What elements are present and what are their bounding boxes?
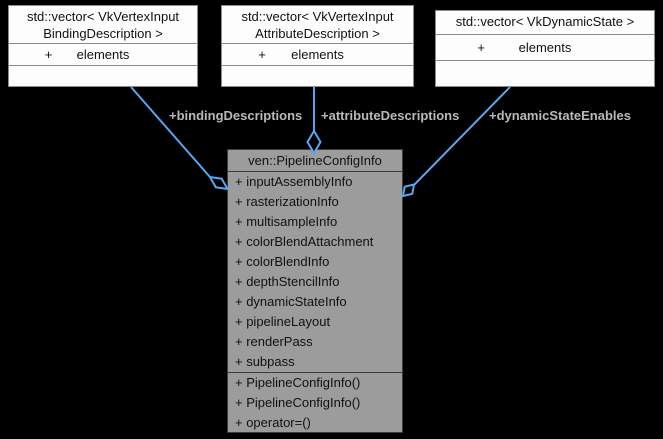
aggregation-edge-binding: [130, 86, 230, 191]
attribute-row: + renderPass: [235, 334, 313, 349]
node-title: std::vector< VkVertexInput AttributeDesc…: [222, 6, 413, 44]
attribute-row: + inputAssemblyInfo: [235, 174, 353, 189]
node-title-line: BindingDescription >: [43, 26, 163, 41]
field-name: elements: [76, 47, 130, 62]
method-row: + PipelineConfigInfo(): [235, 375, 361, 390]
attribute-row: + multisampleInfo: [235, 214, 338, 229]
visibility-plus: +: [477, 40, 485, 55]
method-row: + operator=(): [235, 415, 311, 430]
edge-label-attribute-descriptions: +attributeDescriptions: [321, 108, 460, 123]
field-name: elements: [291, 47, 344, 62]
aggregation-diamond-icon: [306, 129, 322, 155]
attribute-row: + colorBlendInfo: [235, 254, 330, 269]
node-title-line: std::vector< VkVertexInput: [241, 9, 394, 24]
aggregation-edge-dynamic: [401, 86, 511, 198]
attribute-row: + colorBlendAttachment: [235, 234, 374, 249]
node-title: std::vector< VkVertexInput BindingDescri…: [9, 6, 197, 44]
node-title-line: std::vector< VkVertexInput: [26, 9, 180, 24]
attributes-compartment: + inputAssemblyInfo + rasterizationInfo …: [228, 172, 402, 372]
node-title-line: AttributeDescription >: [255, 26, 380, 41]
node-field-elements: + elements: [222, 44, 413, 66]
attribute-row: + depthStencilInfo: [235, 274, 340, 289]
visibility-plus: +: [258, 47, 266, 62]
method-row: + PipelineConfigInfo(): [235, 395, 361, 410]
attribute-row: + subpass: [235, 354, 295, 369]
visibility-plus: +: [44, 47, 53, 62]
aggregation-diamond-icon: [401, 183, 416, 198]
attribute-row: + rasterizationInfo: [235, 194, 339, 209]
node-title: std::vector< VkDynamicState >: [436, 11, 654, 35]
aggregation-edge-attribute: [306, 87, 322, 155]
class-node-pipeline-config-info: ven::PipelineConfigInfo + inputAssemblyI…: [227, 149, 403, 433]
attribute-row: + pipelineLayout: [235, 314, 331, 329]
node-field-elements: + elements: [436, 35, 654, 61]
node-title: ven::PipelineConfigInfo: [228, 150, 402, 172]
class-node-vector-dynamic-state[interactable]: std::vector< VkDynamicState > + elements: [435, 10, 655, 87]
field-name: elements: [518, 40, 572, 55]
edge-label-binding-descriptions: +bindingDescriptions: [169, 108, 303, 123]
node-field-elements: + elements: [9, 44, 197, 66]
node-title-line: std::vector< VkDynamicState >: [455, 14, 635, 29]
attribute-row: + dynamicStateInfo: [235, 294, 347, 309]
class-node-vector-binding-description[interactable]: std::vector< VkVertexInput BindingDescri…: [8, 5, 198, 87]
edge-label-dynamic-state-enables: +dynamicStateEnables: [489, 108, 631, 123]
aggregation-diamond-icon: [208, 175, 230, 191]
class-node-vector-attribute-description[interactable]: std::vector< VkVertexInput AttributeDesc…: [221, 5, 414, 87]
methods-compartment: + PipelineConfigInfo() + PipelineConfigI…: [228, 372, 402, 433]
